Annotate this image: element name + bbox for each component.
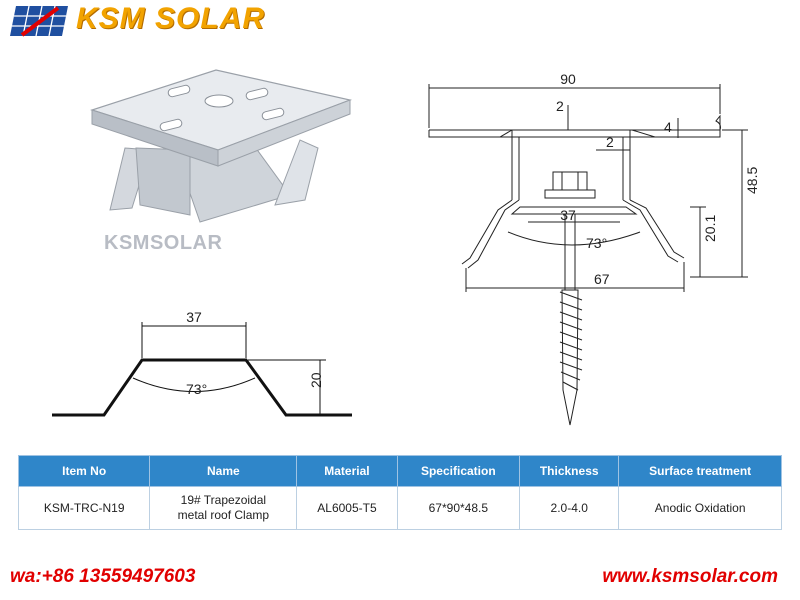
photo-watermark: KSMSOLAR <box>104 232 223 254</box>
cell-name-line1: 19# Trapezoidal <box>180 493 267 507</box>
dim-flange-thickness: 4 <box>664 119 672 135</box>
website-link[interactable]: www.ksmsolar.com <box>602 566 778 587</box>
spec-table: Item No Name Material Specification Thic… <box>17 455 782 530</box>
header-surface-treatment: Surface treatment <box>618 455 782 487</box>
dim-top-thickness: 2 <box>556 98 564 114</box>
cell-thickness: 2.0-4.0 <box>519 486 620 530</box>
roof-top-width: 37 <box>186 309 202 325</box>
cell-material: AL6005-T5 <box>296 486 398 530</box>
clamp-cross-section <box>428 84 748 426</box>
contact-phone: wa:+86 13559497603 <box>10 566 196 587</box>
header-item-no: Item No <box>17 455 151 487</box>
roof-profile-drawing <box>52 322 352 417</box>
cell-item-no: KSM-TRC-N19 <box>17 486 151 530</box>
header-material: Material <box>296 455 398 487</box>
brand-name: KSM SOLAR <box>76 2 265 35</box>
dim-wall-thickness: 2 <box>606 134 614 150</box>
spec-table-header: Item No Name Material Specification Thic… <box>17 455 782 487</box>
cell-surface-treatment: Anodic Oxidation <box>618 486 782 530</box>
dim-total-height: 48.5 <box>744 167 760 194</box>
dim-bottom-width: 67 <box>594 271 610 287</box>
header-name: Name <box>149 455 298 487</box>
technical-drawing: 90 2 4 2 37 73° 67 20.1 48.5 37 73° 20 <box>52 69 760 426</box>
cell-specification: 67*90*48.5 <box>396 486 521 530</box>
clamp-3d-render <box>90 69 353 223</box>
header-thickness: Thickness <box>519 455 620 487</box>
dim-angle: 73° <box>586 235 607 251</box>
roof-height: 20 <box>308 372 324 388</box>
cell-name-line2: metal roof Clamp <box>177 508 270 522</box>
table-row: KSM-TRC-N19 19# Trapezoidal metal roof C… <box>17 486 782 530</box>
dim-inner-width: 37 <box>560 207 576 223</box>
dim-width-90: 90 <box>560 71 576 87</box>
header-specification: Specification <box>396 455 521 487</box>
dim-lower-height: 20.1 <box>702 215 718 242</box>
cell-name: 19# Trapezoidal metal roof Clamp <box>149 486 298 530</box>
solar-panel-icon <box>10 5 68 37</box>
roof-angle: 73° <box>186 381 207 397</box>
